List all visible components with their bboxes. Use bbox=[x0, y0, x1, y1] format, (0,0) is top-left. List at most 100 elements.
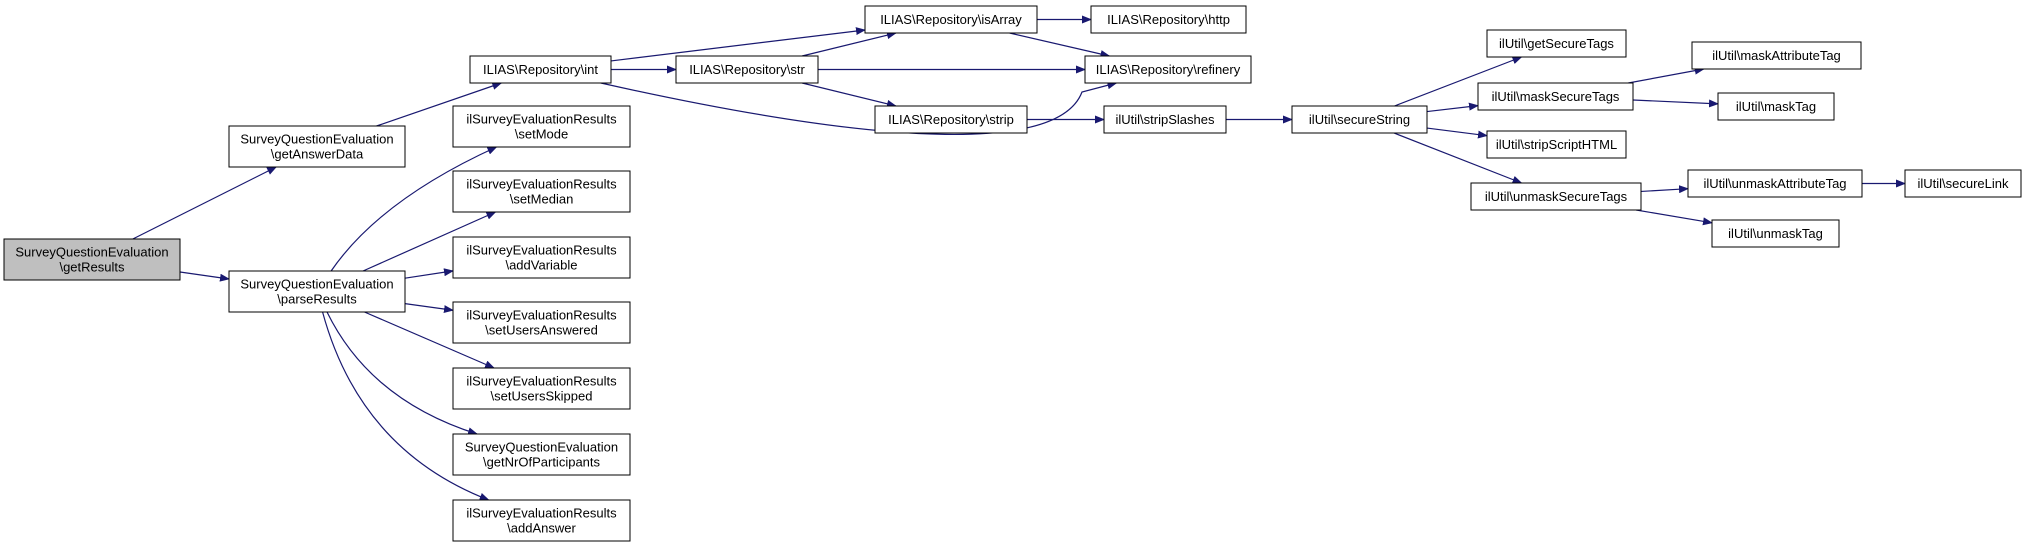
node-label: ilUtil\unmaskTag bbox=[1728, 226, 1823, 241]
node-label: ilSurveyEvaluationResults bbox=[466, 374, 617, 389]
node-label: \setMedian bbox=[510, 192, 574, 207]
node-label: ilUtil\maskSecureTags bbox=[1492, 89, 1620, 104]
node-label: ilUtil\stripScriptHTML bbox=[1496, 137, 1617, 152]
node-box bbox=[1687, 169, 1863, 198]
node-parseResults[interactable]: SurveyQuestionEvaluation\parseResults bbox=[228, 270, 406, 313]
node-box bbox=[228, 125, 406, 168]
node-label: \addVariable bbox=[505, 258, 577, 273]
node-box bbox=[1717, 92, 1835, 121]
edge-secureString-to-getSecureTags bbox=[1394, 56, 1523, 107]
node-label: SurveyQuestionEvaluation bbox=[15, 245, 168, 260]
node-box bbox=[1470, 182, 1642, 211]
node-box bbox=[452, 433, 631, 476]
node-box bbox=[452, 236, 631, 279]
edge-repoInt-to-repoIsArray bbox=[610, 27, 866, 62]
node-addAnswer[interactable]: ilSurveyEvaluationResults\addAnswer bbox=[452, 499, 631, 542]
edge-parseResults-to-getNrOfParticipants bbox=[326, 311, 478, 436]
node-box bbox=[1486, 130, 1627, 159]
node-box bbox=[452, 499, 631, 542]
node-addVariable[interactable]: ilSurveyEvaluationResults\addVariable bbox=[452, 236, 631, 279]
edge-parseResults-to-setUsersSkipped bbox=[364, 311, 495, 369]
edge-getResults-to-getAnswerData bbox=[132, 166, 278, 240]
node-label: ILIAS\Repository\int bbox=[483, 62, 598, 77]
node-label: ilUtil\maskTag bbox=[1736, 99, 1816, 114]
edge-getAnswerData-to-repoInt bbox=[376, 82, 503, 127]
node-box bbox=[452, 367, 631, 410]
node-setUsersSkipped[interactable]: ilSurveyEvaluationResults\setUsersSkippe… bbox=[452, 367, 631, 410]
node-maskAttributeTag[interactable]: ilUtil\maskAttributeTag bbox=[1691, 41, 1862, 70]
node-box bbox=[452, 105, 631, 148]
node-unmaskAttributeTag[interactable]: ilUtil\unmaskAttributeTag bbox=[1687, 169, 1863, 198]
edge-parseResults-to-setUsersAnswered bbox=[404, 303, 454, 314]
node-box bbox=[1711, 219, 1840, 248]
edge-repoStr-to-repoIsArray bbox=[801, 31, 897, 57]
node-unmaskSecureTags[interactable]: ilUtil\unmaskSecureTags bbox=[1470, 182, 1642, 211]
edge-maskSecureTags-to-maskTag bbox=[1632, 99, 1719, 108]
node-label: ilSurveyEvaluationResults bbox=[466, 177, 617, 192]
node-box bbox=[1691, 41, 1862, 70]
node-label: \addAnswer bbox=[507, 521, 576, 536]
node-setMode[interactable]: ilSurveyEvaluationResults\setMode bbox=[452, 105, 631, 148]
node-box bbox=[1084, 55, 1252, 84]
node-getSecureTags[interactable]: ilUtil\getSecureTags bbox=[1486, 29, 1627, 58]
node-secureString[interactable]: ilUtil\secureString bbox=[1291, 105, 1428, 134]
node-label: ilUtil\unmaskSecureTags bbox=[1485, 189, 1628, 204]
node-box bbox=[874, 105, 1028, 134]
node-secureLink[interactable]: ilUtil\secureLink bbox=[1904, 169, 2022, 198]
edge-repoInt-to-repoRefinery bbox=[600, 81, 1118, 136]
node-box bbox=[452, 170, 631, 213]
node-getResults[interactable]: SurveyQuestionEvaluation\getResults bbox=[3, 238, 181, 281]
node-box bbox=[1477, 82, 1634, 111]
edge-maskSecureTags-to-maskAttributeTag bbox=[1628, 66, 1705, 84]
node-box bbox=[1904, 169, 2022, 198]
node-label: ilSurveyEvaluationResults bbox=[466, 243, 617, 258]
node-label: ILIAS\Repository\http bbox=[1107, 12, 1230, 27]
node-maskSecureTags[interactable]: ilUtil\maskSecureTags bbox=[1477, 82, 1634, 111]
node-setUsersAnswered[interactable]: ilSurveyEvaluationResults\setUsersAnswer… bbox=[452, 301, 631, 344]
node-label: \getResults bbox=[59, 260, 125, 275]
node-label: \setUsersAnswered bbox=[485, 323, 598, 338]
node-box bbox=[1103, 105, 1227, 134]
node-box bbox=[452, 301, 631, 344]
node-repoInt[interactable]: ILIAS\Repository\int bbox=[469, 55, 612, 84]
node-label: ILIAS\Repository\str bbox=[689, 62, 805, 77]
node-repoHttp[interactable]: ILIAS\Repository\http bbox=[1090, 5, 1247, 34]
node-repoStr[interactable]: ILIAS\Repository\str bbox=[675, 55, 819, 84]
node-label: ILIAS\Repository\strip bbox=[888, 112, 1014, 127]
node-label: ilUtil\secureLink bbox=[1917, 176, 2009, 191]
node-stripSlashes[interactable]: ilUtil\stripSlashes bbox=[1103, 105, 1227, 134]
nodes-layer: SurveyQuestionEvaluation\getResultsSurve… bbox=[3, 5, 2022, 542]
node-stripScriptHTML[interactable]: ilUtil\stripScriptHTML bbox=[1486, 130, 1627, 159]
node-label: \getNrOfParticipants bbox=[483, 455, 601, 470]
edge-parseResults-to-setMedian bbox=[362, 211, 497, 272]
node-getAnswerData[interactable]: SurveyQuestionEvaluation\getAnswerData bbox=[228, 125, 406, 168]
node-repoStrip[interactable]: ILIAS\Repository\strip bbox=[874, 105, 1028, 134]
edge-parseResults-to-addVariable bbox=[404, 268, 454, 279]
node-box bbox=[1291, 105, 1428, 134]
node-setMedian[interactable]: ilSurveyEvaluationResults\setMedian bbox=[452, 170, 631, 213]
node-box bbox=[675, 55, 819, 84]
node-label: SurveyQuestionEvaluation bbox=[465, 440, 618, 455]
node-unmaskTag[interactable]: ilUtil\unmaskTag bbox=[1711, 219, 1840, 248]
node-label: ilUtil\getSecureTags bbox=[1499, 36, 1614, 51]
node-label: \getAnswerData bbox=[271, 147, 364, 162]
node-maskTag[interactable]: ilUtil\maskTag bbox=[1717, 92, 1835, 121]
edge-secureString-to-stripScriptHTML bbox=[1426, 127, 1488, 139]
node-label: \setMode bbox=[515, 127, 568, 142]
node-box bbox=[469, 55, 612, 84]
node-label: ilUtil\stripSlashes bbox=[1116, 112, 1215, 127]
node-label: SurveyQuestionEvaluation bbox=[240, 132, 393, 147]
node-getNrOfParticipants[interactable]: SurveyQuestionEvaluation\getNrOfParticip… bbox=[452, 433, 631, 476]
edge-repoIsArray-to-repoRefinery bbox=[1009, 32, 1111, 58]
node-label: ilUtil\unmaskAttributeTag bbox=[1703, 176, 1846, 191]
edge-repoStr-to-repoStrip bbox=[801, 82, 897, 108]
node-label: ilSurveyEvaluationResults bbox=[466, 112, 617, 127]
edge-secureString-to-maskSecureTags bbox=[1426, 102, 1479, 113]
edge-unmaskSecureTags-to-unmaskAttributeTag bbox=[1640, 185, 1689, 194]
node-repoIsArray[interactable]: ILIAS\Repository\isArray bbox=[864, 5, 1038, 34]
edge-parseResults-to-setMode bbox=[330, 146, 498, 272]
node-label: ilUtil\maskAttributeTag bbox=[1712, 48, 1841, 63]
node-repoRefinery[interactable]: ILIAS\Repository\refinery bbox=[1084, 55, 1252, 84]
node-box bbox=[1090, 5, 1247, 34]
